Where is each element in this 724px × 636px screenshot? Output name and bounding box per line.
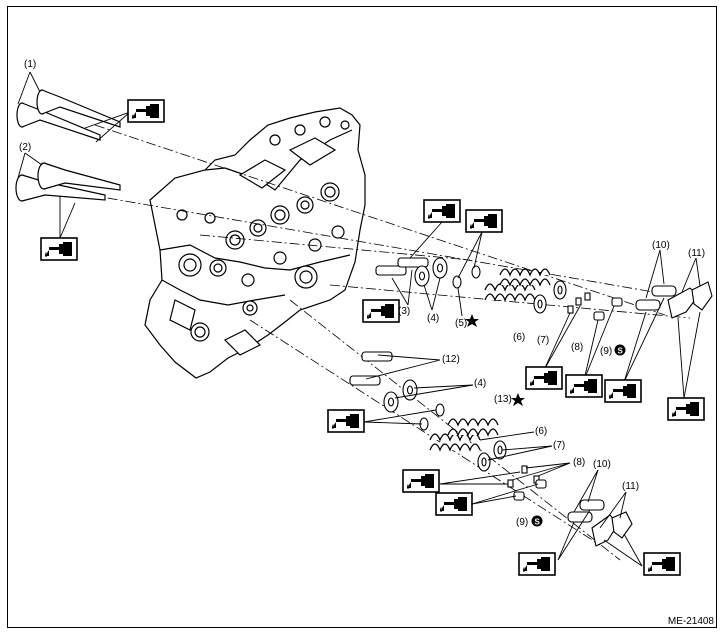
figure-frame	[7, 6, 717, 628]
part-label: (10)	[593, 459, 611, 470]
part-labels: (1) (2) (3) (4) (5) (6) (7) (8) (9) (10)…	[19, 59, 705, 528]
part-label: (9)	[516, 517, 528, 528]
part-label: (7)	[537, 335, 549, 346]
part-label: (11)	[688, 248, 705, 259]
part-label: (10)	[652, 240, 670, 251]
part-label: (12)	[442, 354, 460, 365]
oil-can-icon	[40, 99, 705, 576]
leader-lines	[17, 71, 701, 567]
part-label: (5)	[455, 318, 467, 329]
part-label: (11)	[622, 481, 639, 492]
part-label: (6)	[513, 332, 525, 343]
part-label: (8)	[573, 457, 585, 468]
part-label: (1)	[24, 59, 36, 70]
guide-lines	[89, 124, 701, 561]
sealant-s-icon: S S	[531, 344, 626, 527]
part-label: (8)	[571, 342, 583, 353]
svg-text:S: S	[535, 518, 541, 527]
star-icon	[465, 314, 525, 406]
part-label: (7)	[553, 440, 565, 451]
part-label: (3)	[398, 306, 410, 317]
part-label: (6)	[535, 426, 547, 437]
part-label: (4)	[427, 313, 439, 324]
cylinder-head	[144, 107, 366, 379]
valve-set-1	[16, 89, 121, 141]
upper-parts-row	[375, 257, 713, 321]
part-label: (2)	[19, 142, 31, 153]
svg-text:S: S	[618, 347, 624, 356]
lower-parts-row	[349, 351, 633, 547]
part-label: (13)	[494, 394, 512, 405]
part-label: (4)	[474, 378, 486, 389]
part-label: (9)	[600, 346, 612, 357]
figure-reference-code: ME-21408	[667, 616, 714, 627]
valve-set-2	[15, 162, 121, 202]
